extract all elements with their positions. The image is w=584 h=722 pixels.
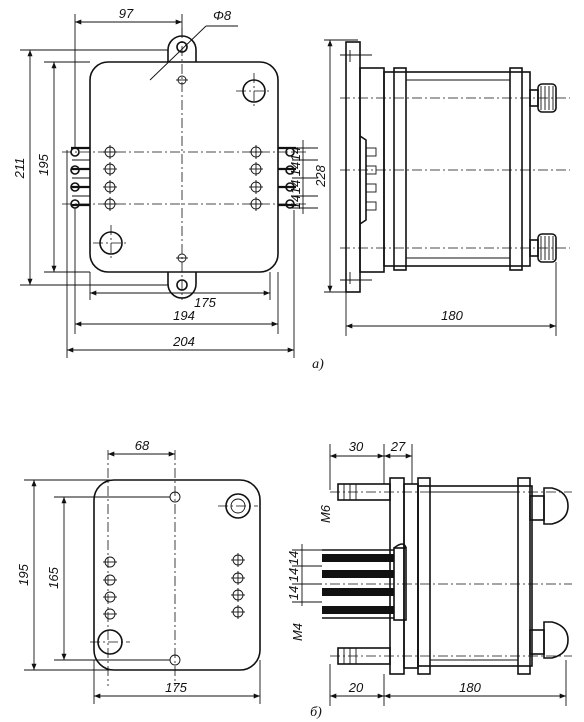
view-a-side-dimensions: 180 (345, 262, 557, 336)
view-b-side (312, 477, 572, 675)
front-b-plate-outline (93, 479, 261, 671)
b-side-ring-left (417, 477, 431, 675)
dim-b-pitch-2: 14 (286, 568, 301, 582)
side-coil-body (383, 71, 531, 267)
dim-b-195-label: 195 (16, 563, 31, 585)
front-plate-outline (89, 61, 279, 273)
dim-228-label: 228 (313, 164, 328, 187)
view-a-front (62, 28, 306, 300)
dim-165-label: 165 (46, 566, 61, 588)
caption-a: а) (312, 357, 324, 372)
dim-194-label: 194 (173, 308, 195, 323)
bottom-mounting-lug (167, 272, 197, 299)
dim-pitch-3: 14 (288, 180, 303, 194)
thread-m6-label: М6 (318, 504, 333, 523)
side-ring-left (393, 67, 407, 271)
dim-180-label-b: 180 (459, 680, 481, 695)
dim-20-label: 20 (348, 680, 364, 695)
b-right-terminal-holes (231, 553, 245, 619)
b-side-ring-right (517, 477, 531, 675)
dim-30-label: 30 (349, 439, 364, 454)
dim-pitch-1: 14 (288, 147, 303, 161)
dim-b-175-label: 175 (165, 680, 187, 695)
view-b-front-dimensions: 68 195 165 175 (16, 438, 261, 704)
b-stud-bottom (337, 647, 391, 665)
b-terminal-studs (322, 543, 407, 621)
dim-68-label: 68 (135, 438, 150, 453)
side-ring-right (509, 67, 523, 271)
dim-97-label: 97 (119, 6, 134, 21)
view-b-front (90, 450, 261, 686)
dim-204-label: 204 (172, 334, 195, 349)
b-knob-top (543, 487, 569, 525)
dim-175-label: 175 (194, 295, 216, 310)
b-knob-bottom (543, 621, 569, 659)
dim-195-label: 195 (36, 153, 51, 175)
dim-27-label: 27 (390, 439, 406, 454)
dim-b-pitch-3: 14 (286, 586, 301, 600)
left-terminal-block (70, 145, 117, 211)
dim-pitch-4: 14 (288, 195, 303, 209)
thread-m4-label: М4 (290, 623, 305, 641)
side-flange (345, 41, 361, 293)
dim-pitch-2: 14 (288, 162, 303, 176)
caption-b: б) (310, 705, 322, 720)
dim-211-label: 211 (12, 158, 27, 180)
dim-b-pitch-1: 14 (286, 551, 301, 565)
view-b-side-dimensions: 30 27 М6 14 14 14 М4 20 180 (286, 439, 567, 706)
b-stud-top (337, 483, 391, 501)
view-a-side (340, 41, 570, 293)
b-side-coil-body (417, 485, 533, 667)
view-a-dimensions: 97 Φ8 211 195 14 14 14 14 228 175 (12, 6, 358, 358)
dim-180-label-a: 180 (441, 308, 463, 323)
dim-hole-dia-label: Φ8 (213, 8, 232, 23)
b-left-terminal-holes (103, 556, 117, 620)
side-terminal-recess (359, 135, 367, 225)
